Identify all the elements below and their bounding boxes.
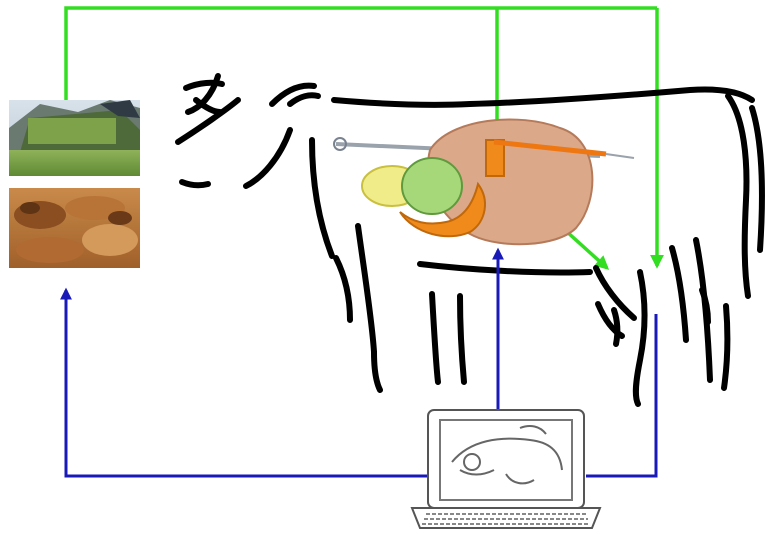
- concentrate-pile-photo: [9, 188, 140, 268]
- stomach-compartments: [334, 119, 634, 244]
- computer-to-feed-arrow: [66, 290, 428, 476]
- abomasum: [402, 158, 462, 214]
- feed-flow-top-line: [66, 8, 657, 100]
- laptop-icon: [412, 410, 600, 528]
- silage-pile-photo: [9, 100, 140, 176]
